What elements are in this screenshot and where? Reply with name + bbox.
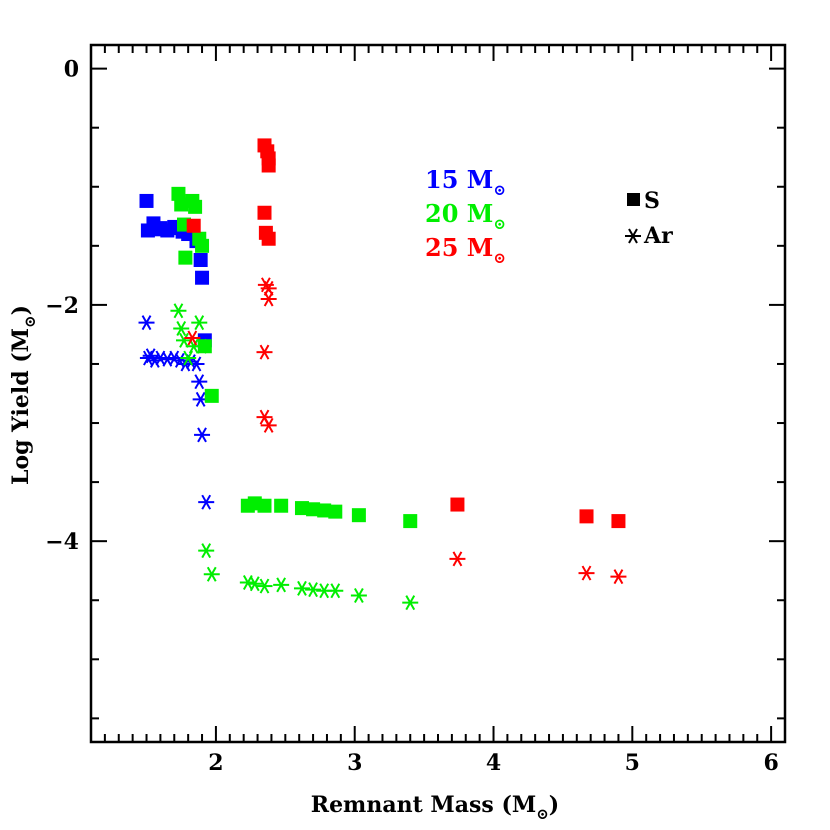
argon-asterisk-point: [198, 543, 215, 559]
sulfur-square-point: [195, 270, 210, 285]
argon-asterisk-point: [273, 577, 290, 593]
tick-labels: 2 3 4 5 6 0 −2 −4: [45, 57, 779, 776]
argon-asterisk-point: [256, 344, 273, 360]
legend-label-ar: Ar: [643, 223, 673, 249]
argon-asterisk-point: [184, 330, 201, 346]
sulfur-square-point: [193, 253, 208, 268]
sulfur-square-point: [579, 509, 594, 524]
argon-asterisk-point: [327, 583, 344, 599]
sulfur-square-point: [139, 193, 154, 208]
sulfur-square-point: [257, 498, 272, 513]
argon-asterisk-point: [173, 321, 190, 337]
x-tick-label: 5: [625, 750, 640, 776]
argon-asterisk-point: [260, 280, 277, 296]
sulfur-square-point: [306, 502, 321, 517]
argon-asterisk-point: [171, 352, 188, 368]
y-tick-label: −2: [45, 293, 79, 319]
x-tick-label: 3: [347, 750, 362, 776]
argon-asterisk-point: [198, 494, 215, 510]
argon-asterisk-point: [260, 417, 277, 433]
sulfur-square-point: [317, 503, 332, 518]
argon-asterisk-point: [191, 374, 208, 390]
sulfur-square-point: [611, 514, 626, 529]
sulfur-square-point: [174, 197, 189, 212]
legend-square-marker: [627, 193, 640, 206]
data-points: [138, 138, 627, 611]
x-label-sun-symbol: ⊙: [536, 805, 549, 823]
model-legend: 15 M⊙ 20 M⊙ 25 M⊙: [425, 165, 506, 267]
argon-asterisk-point: [180, 350, 197, 366]
sulfur-square-point: [261, 231, 276, 246]
y-label-sun-symbol: ⊙: [21, 315, 39, 328]
axis-ticks: [91, 45, 785, 742]
argon-asterisk-point: [138, 315, 155, 331]
argon-asterisk-point: [578, 565, 595, 581]
sulfur-square-point: [294, 501, 309, 516]
sulfur-square-point: [274, 498, 289, 513]
legend-20msun: 20 M⊙: [425, 199, 506, 233]
argon-asterisk-point: [246, 576, 263, 592]
sulfur-square-point: [188, 199, 203, 214]
y-tick-label: −4: [45, 529, 79, 555]
argon-asterisk-point: [305, 582, 322, 598]
sulfur-square-point: [178, 250, 193, 265]
y-tick-label: 0: [64, 57, 79, 83]
sulfur-square-point: [186, 218, 201, 233]
argon-asterisk-point: [191, 315, 208, 331]
argon-asterisk-point: [194, 427, 211, 443]
sulfur-square-point: [403, 514, 418, 529]
x-axis-label: Remnant Mass (M⊙): [311, 792, 559, 823]
legend-label-s: S: [644, 188, 660, 214]
argon-asterisk-point: [203, 566, 220, 582]
x-tick-label: 2: [208, 750, 223, 776]
legend-25msun: 25 M⊙: [425, 233, 506, 267]
x-tick-label: 4: [486, 750, 501, 776]
legend-asterisk-marker: [625, 228, 641, 244]
argon-asterisk-point: [402, 595, 419, 611]
argon-asterisk-point: [350, 588, 367, 604]
sulfur-square-point: [195, 238, 210, 253]
argon-asterisk-point: [293, 580, 310, 596]
x-tick-label: 6: [763, 750, 778, 776]
argon-asterisk-point: [256, 578, 273, 594]
legend-15msun: 15 M⊙: [425, 165, 506, 199]
sulfur-square-point: [171, 186, 186, 201]
argon-asterisk-point: [260, 291, 277, 307]
argon-asterisk-point: [610, 569, 627, 585]
sulfur-square-point: [257, 205, 272, 220]
sulfur-square-point: [204, 388, 219, 403]
argon-asterisk-point: [194, 338, 211, 354]
plot-frame: [89, 43, 787, 744]
argon-asterisk-point: [449, 551, 466, 567]
sulfur-square-point: [261, 158, 276, 173]
y-axis-label: Log Yield (M⊙): [8, 305, 39, 485]
sulfur-square-point: [328, 504, 343, 519]
argon-asterisk-point: [170, 303, 187, 319]
element-legend: S Ar: [625, 188, 673, 249]
sulfur-square-point: [450, 497, 465, 512]
sulfur-square-point: [351, 508, 366, 523]
